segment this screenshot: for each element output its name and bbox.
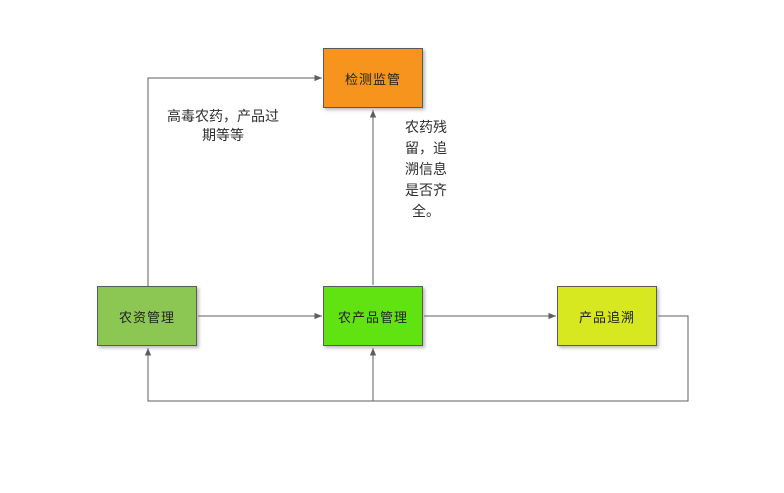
node-agri-products-management[interactable]: 农产品管理 [323,286,423,346]
node-agri-products-management-label: 农产品管理 [337,309,408,325]
node-product-traceability-label: 产品追溯 [578,309,635,325]
node-detection-supervision-label: 检测监管 [344,71,401,87]
annotation-pesticide-expiry: 高毒农药，产品过 期等等 [167,108,279,143]
node-detection-supervision[interactable]: 检测监管 [323,48,423,108]
annotation-residue-trace: 农药残 留，追 溯信息 是否齐 全。 [405,119,447,219]
node-agri-materials-management-label: 农资管理 [118,309,175,325]
node-agri-materials-management[interactable]: 农资管理 [97,286,197,346]
node-product-traceability[interactable]: 产品追溯 [557,286,657,346]
